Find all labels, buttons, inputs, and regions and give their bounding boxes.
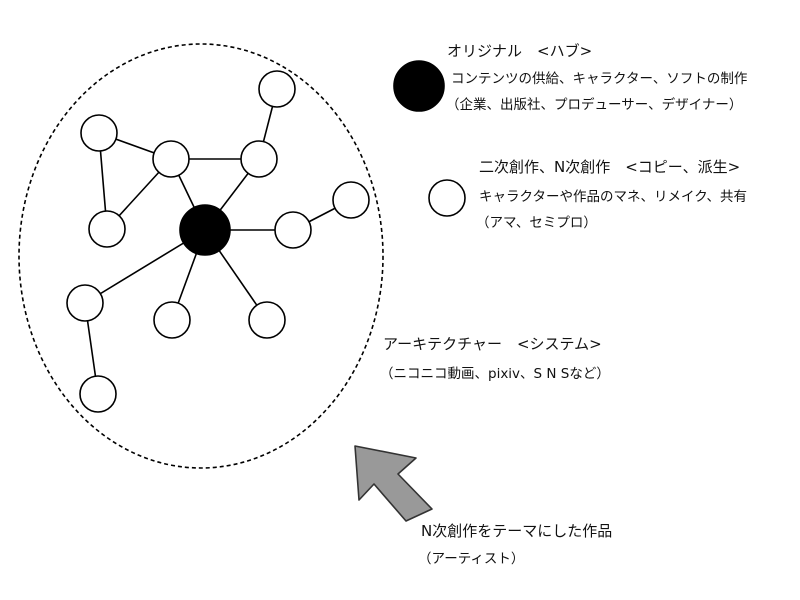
derivative-node	[79, 375, 117, 413]
legend-derivative-line1: キャラクターや作品のマネ、リメイク、共有	[479, 189, 747, 205]
derivative-node	[153, 301, 191, 339]
hub-node	[179, 204, 231, 256]
legend-hub-line2: （企業、出版社、プロデューサー、デザイナー）	[446, 97, 743, 113]
system-boundary-ellipse	[18, 43, 384, 469]
legend-derivative-title: 二次創作、N次創作 <コピー、派生>	[479, 158, 741, 176]
derivative-node	[80, 114, 118, 152]
legend-hub-icon	[393, 60, 445, 112]
derivative-node	[248, 301, 286, 339]
architecture-title: アーキテクチャー <システム>	[383, 335, 602, 353]
architecture-line1: （ニコニコ動画、pixiv、S N Sなど）	[380, 366, 610, 382]
legend-hub-title: オリジナル <ハブ>	[447, 42, 593, 60]
derivative-node	[258, 70, 296, 108]
legend-derivative-icon	[428, 179, 466, 217]
derivative-node	[240, 140, 278, 178]
derivative-node	[88, 210, 126, 248]
artist-arrow-icon	[354, 445, 433, 522]
derivative-node	[332, 181, 370, 219]
artist-line1: （アーティスト）	[418, 551, 525, 567]
derivative-node	[152, 140, 190, 178]
legend-hub-line1: コンテンツの供給、キャラクター、ソフトの制作	[451, 71, 748, 87]
derivative-node	[274, 211, 312, 249]
artist-title: N次創作をテーマにした作品	[421, 522, 613, 540]
derivative-node	[66, 284, 104, 322]
legend-derivative-line2: （アマ、セミプロ）	[476, 215, 597, 231]
derivative-nodes	[66, 70, 370, 413]
